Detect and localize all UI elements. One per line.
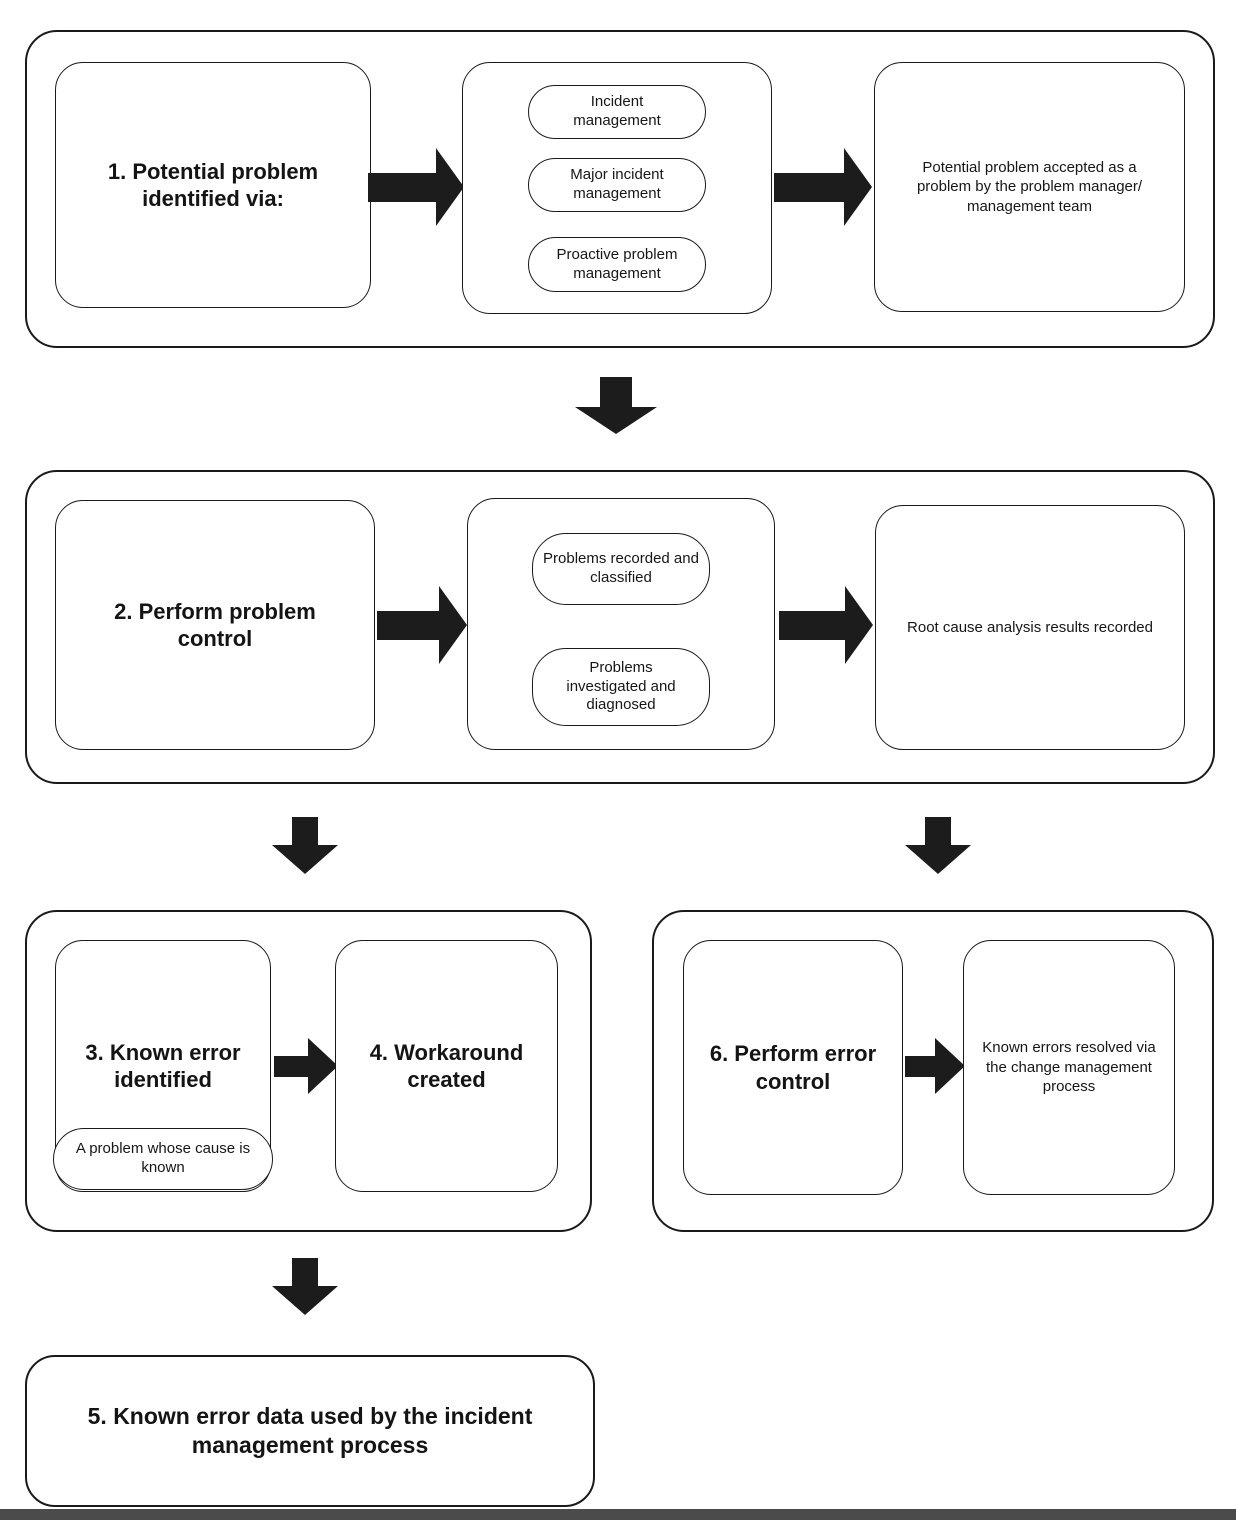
step-6-title: 6. Perform error control (709, 1041, 877, 1094)
step-4-box: 4. Workaround created (335, 940, 558, 1192)
bottom-edge-bar (0, 1509, 1236, 1520)
step-1-box: 1. Potential problem identified via: (55, 62, 371, 308)
step-2-outcome-text: Root cause analysis results recorded (907, 618, 1153, 636)
step-6-outcome-box: Known errors resolved via the change man… (963, 940, 1175, 1195)
step-1-outcome-box: Potential problem accepted as a problem … (874, 62, 1185, 312)
arrow-stage1-to-stage2-icon (575, 377, 657, 434)
step-2-title: 2. Perform problem control (114, 598, 316, 651)
method-pill-major-incident-management: Major incident management (528, 158, 706, 212)
arrow-step1-to-methods-icon (368, 148, 464, 226)
arrow-activities-to-outcome-icon (779, 586, 873, 664)
step-6-outcome-text: Known errors resolved via the change man… (982, 1039, 1156, 1096)
method-label: Proactive problem management (556, 245, 678, 282)
step-3-title: 3. Known error identified (85, 1039, 241, 1092)
arrow-stage3-to-stage5-icon (272, 1258, 338, 1315)
method-pill-incident-management: Incident management (528, 85, 706, 139)
known-error-definition-text: A problem whose cause is known (75, 1140, 251, 1176)
arrow-step6-to-outcome-icon (905, 1038, 965, 1094)
step-1-title: 1. Potential problem identified via: (107, 158, 319, 211)
step-5-box: 5. Known error data used by the incident… (25, 1355, 595, 1507)
arrow-methods-to-outcome-icon (774, 148, 872, 226)
activity-pill-problems-recorded: Problems recorded and classified (532, 533, 710, 605)
step-4-title: 4. Workaround created (369, 1039, 524, 1092)
method-label: Incident management (573, 93, 661, 129)
method-label: Major incident management (570, 166, 664, 202)
step-6-box: 6. Perform error control (683, 940, 903, 1195)
arrow-step3-to-step4-icon (274, 1038, 338, 1094)
method-pill-proactive-problem-management: Proactive problem management (528, 237, 706, 292)
step-1-outcome-text: Potential problem accepted as a problem … (916, 158, 1143, 215)
arrow-stage2-to-stage6-icon (905, 817, 971, 874)
arrow-stage2-to-stage3-icon (272, 817, 338, 874)
arrow-step2-to-activities-icon (377, 586, 467, 664)
step-2-box: 2. Perform problem control (55, 500, 375, 750)
step-5-title: 5. Known error data used by the incident… (87, 1403, 533, 1458)
activity-pill-problems-investigated: Problems investigated and diagnosed (532, 648, 710, 726)
activity-label: Problems recorded and classified (543, 550, 699, 586)
known-error-definition-pill: A problem whose cause is known (53, 1128, 273, 1190)
step-2-outcome-box: Root cause analysis results recorded (875, 505, 1185, 750)
activity-label: Problems investigated and diagnosed (566, 658, 676, 714)
